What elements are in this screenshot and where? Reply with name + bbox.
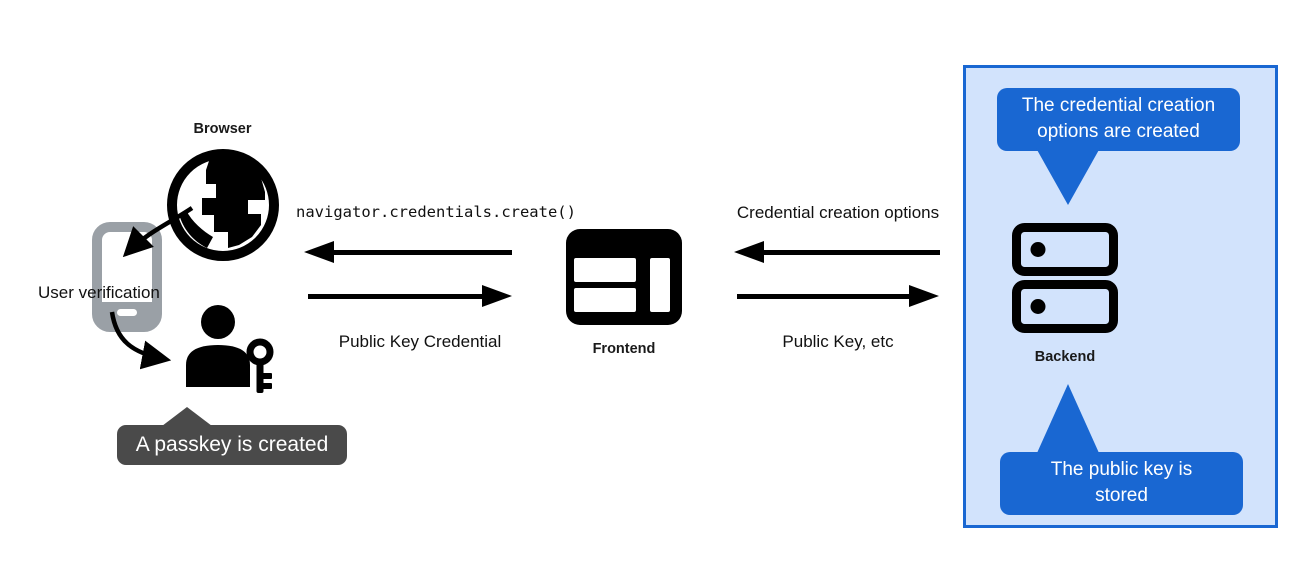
globe-icon <box>167 149 279 261</box>
callout-line: The public key is <box>1050 459 1193 480</box>
frontend-label: Frontend <box>592 341 656 357</box>
callout-line: options are created <box>1037 121 1200 142</box>
arrow-browser-to-phone <box>122 206 194 258</box>
credential-options-callout: The credential creation options are crea… <box>997 88 1240 151</box>
callout-line: The credential creation <box>1021 95 1216 116</box>
backend-label: Backend <box>1034 349 1096 365</box>
curved-arrows <box>109 206 194 370</box>
public-key-stored-callout: The public key is stored <box>1000 452 1243 515</box>
arrow-phone-to-user <box>109 311 172 370</box>
user-verification-label: User verification <box>38 283 160 302</box>
callout-line: stored <box>1095 485 1148 506</box>
person-with-key-icon <box>186 305 274 393</box>
passkey-callout-tail <box>162 407 212 426</box>
public-key-credential-label: Public Key Credential <box>338 332 502 351</box>
browser-label: Browser <box>193 121 252 137</box>
browser-window-icon <box>566 229 682 325</box>
credential-creation-options-label: Credential creation options <box>736 203 940 222</box>
public-key-etc-label: Public Key, etc <box>782 332 894 351</box>
server-stack-icon <box>1012 223 1118 333</box>
passkey-callout: A passkey is created <box>117 425 347 465</box>
credentials-create-label: navigator.credentials.create() <box>296 203 576 221</box>
